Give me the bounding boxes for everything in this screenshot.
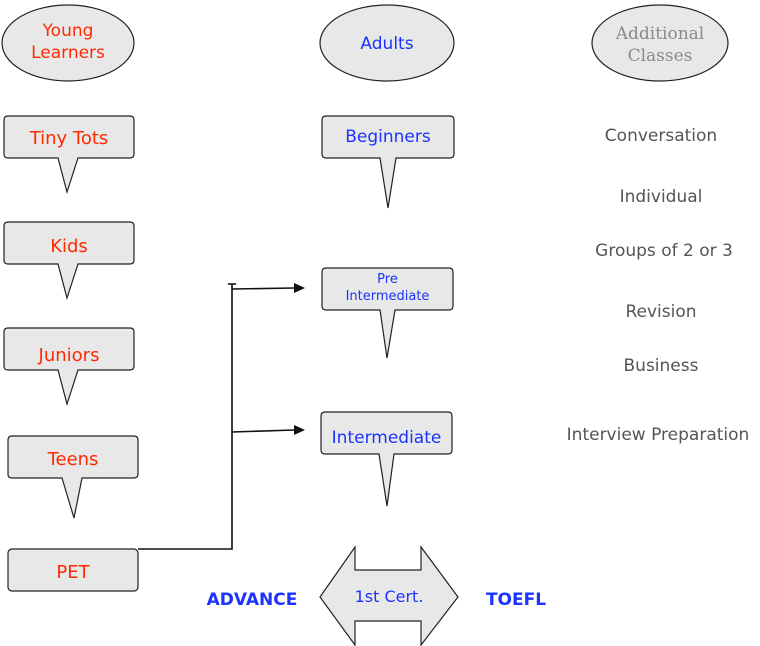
pet-label: PET [56,561,90,583]
revision-label: Revision [625,302,697,322]
teens-label: Teens [47,448,99,470]
intermediate-label: Intermediate [331,428,442,448]
adults-ellipse [319,4,455,82]
pet-box [7,548,139,592]
arrow-head-intermediate [294,425,305,435]
interview-preparation-label: Interview Preparation [566,425,750,445]
teens-callout [7,435,139,519]
young-learners-ellipse [1,4,135,82]
pre-intermediate-callout [321,267,454,359]
additional-classes-ellipse [591,4,729,82]
connector-lines [138,283,295,550]
tiny-tots-callout [3,115,135,195]
young-learners-header: Young Learners [31,20,105,63]
individual-label: Individual [619,187,703,207]
first-cert-double-arrow [319,545,459,646]
additional-classes-header: Additional Classes [615,23,705,66]
arrow-head-pre-intermediate [294,283,305,293]
advance-label: ADVANCE [206,590,298,610]
groups-label: Groups of 2 or 3 [595,241,733,261]
juniors-callout [3,327,135,407]
adults-header: Adults [360,34,414,54]
juniors-label: Juniors [38,344,100,366]
conversation-label: Conversation [604,126,718,146]
kids-callout [3,221,135,301]
toefl-label: TOEFL [485,590,547,610]
first-cert-label: 1st Cert. [354,586,424,606]
business-label: Business [623,356,699,376]
intermediate-callout [320,411,453,507]
pre-intermediate-label: Pre Intermediate [345,272,430,304]
beginners-label: Beginners [345,127,431,147]
tiny-tots-label: Tiny Tots [29,127,109,149]
kids-label: Kids [50,235,88,257]
beginners-callout [321,115,455,209]
